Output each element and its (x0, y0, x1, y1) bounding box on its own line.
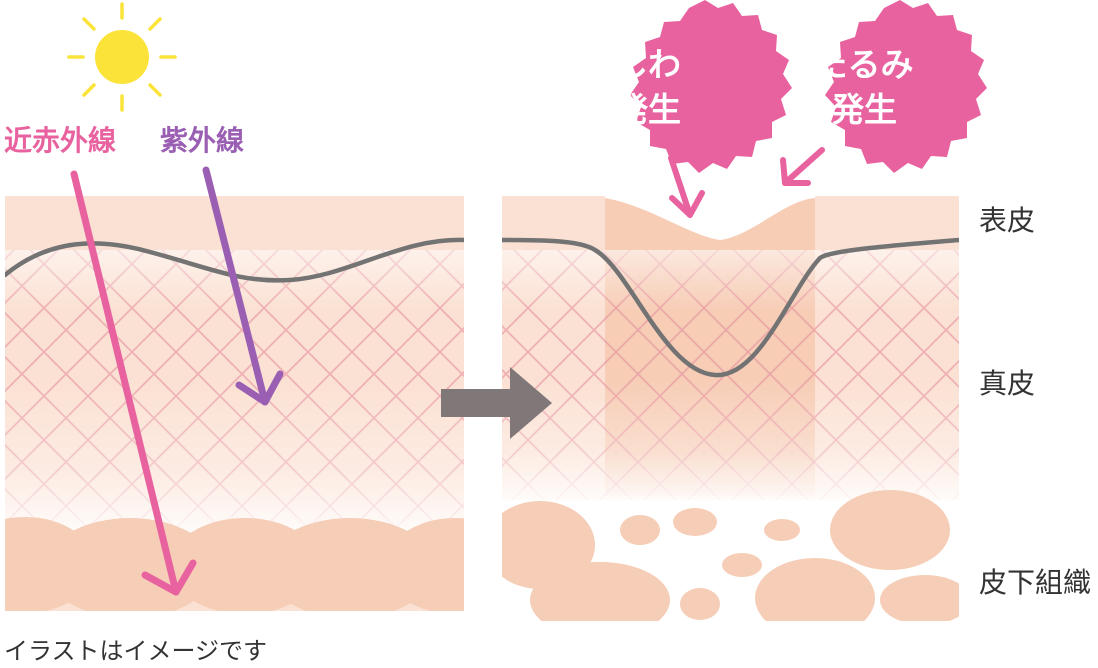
epidermis-label: 表皮 (979, 204, 1035, 237)
illustration-note: イラストはイメージです (4, 637, 267, 665)
wrinkle-badge-line2: 発生 (615, 90, 681, 129)
near-infrared-arrow (70, 170, 197, 596)
transition-arrow (441, 367, 552, 439)
wrinkle-pointer-arrow (668, 155, 705, 218)
fat-layer (5, 517, 464, 611)
wrinkle-badge: しわ (615, 0, 792, 173)
fat-layer (502, 490, 959, 621)
ultraviolet-arrow (202, 166, 284, 406)
sagging-badge (825, 0, 987, 173)
near-infrared-label: 近赤外線 (4, 124, 116, 157)
subcutaneous-label: 皮下組織 (979, 566, 1091, 599)
sagging-badge-line2: 発生 (831, 90, 897, 129)
sagging-badge-line1: たるみ (815, 45, 914, 84)
skin-surface-line (5, 237, 464, 283)
skin-surface-line (502, 237, 959, 378)
skin-panel-after (502, 196, 959, 621)
skin-panel-before (5, 196, 464, 611)
dermis-mesh (5, 250, 464, 545)
dermis-label: 真皮 (979, 367, 1035, 400)
wrinkle-badge-line1: しわ (615, 45, 681, 84)
ultraviolet-label: 紫外線 (160, 124, 244, 157)
wrinkle-dip (605, 196, 815, 240)
sagging-pointer-arrow (780, 147, 825, 186)
sun-icon (67, 2, 177, 112)
